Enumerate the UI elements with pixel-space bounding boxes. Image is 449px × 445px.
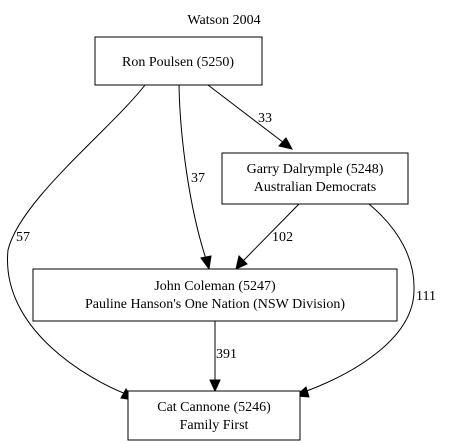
- node-box: [127, 390, 301, 441]
- edge-garry-to-john: 102: [235, 203, 300, 270]
- edge-line: [242, 203, 300, 262]
- node-cat-cannone: Cat Cannone (5246) Family First: [127, 390, 301, 441]
- node-label: Garry Dalrymple (5248): [247, 162, 384, 177]
- node-party: Australian Democrats: [254, 180, 376, 195]
- edge-ron-to-cat: 57: [7, 84, 146, 401]
- edge-ron-to-garry: 33: [207, 84, 293, 150]
- node-label: Cat Cannone (5246): [157, 400, 271, 415]
- edge-ron-to-john: 37: [178, 84, 212, 271]
- edge-line: [178, 84, 207, 260]
- diagram-title: Watson 2004: [187, 13, 260, 28]
- arrow-head: [235, 255, 248, 270]
- arrow-head: [209, 379, 221, 393]
- node-ron-poulsen: Ron Poulsen (5250): [94, 36, 263, 86]
- node-garry-dalrymple: Garry Dalrymple (5248) Australian Democr…: [221, 152, 409, 205]
- node-box: [94, 36, 263, 86]
- node-box: [221, 152, 409, 205]
- edge-label: 57: [16, 230, 30, 245]
- node-john-coleman: John Coleman (5247) Pauline Hanson's One…: [32, 268, 398, 322]
- edge-line: [7, 84, 146, 395]
- edge-line: [207, 84, 285, 144]
- edge-label: 111: [416, 289, 436, 304]
- edge-label: 33: [258, 111, 272, 126]
- edge-line: [303, 203, 415, 393]
- arrow-head: [200, 255, 212, 271]
- edge-label: 391: [216, 347, 237, 362]
- node-box: [32, 268, 398, 322]
- arrow-head: [278, 137, 293, 150]
- edge-label: 102: [272, 230, 293, 245]
- node-label: John Coleman (5247): [154, 279, 276, 294]
- node-party: Family First: [180, 418, 249, 433]
- edge-john-to-cat: 391: [209, 321, 237, 393]
- edge-label: 37: [191, 171, 205, 186]
- node-label: Ron Poulsen (5250): [122, 55, 234, 70]
- node-party: Pauline Hanson's One Nation (NSW Divisio…: [85, 297, 345, 312]
